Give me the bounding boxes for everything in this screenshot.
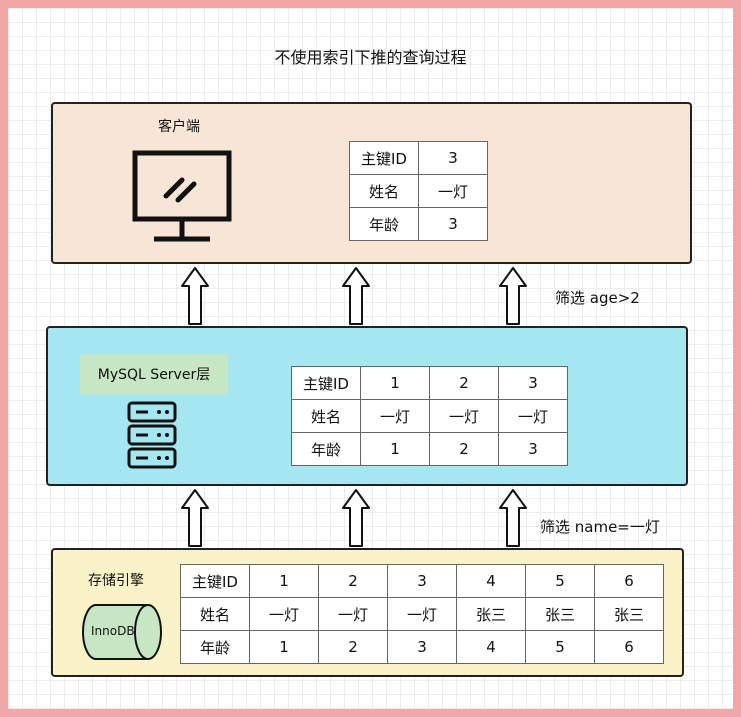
table-cell: 4 xyxy=(456,630,526,664)
table-cell: 2 xyxy=(318,630,388,664)
table-cell: 一灯 xyxy=(429,399,499,433)
table-cell: 张三 xyxy=(456,597,526,631)
table-row: 姓名一灯一灯一灯 xyxy=(291,399,568,433)
up-arrow-icon xyxy=(499,489,527,547)
table-cell: 2 xyxy=(318,564,388,598)
up-arrow-icon xyxy=(499,267,527,325)
up-arrow-icon xyxy=(342,267,370,325)
filter-name-note: 筛选 name=一灯 xyxy=(540,518,660,536)
server-rack-icon xyxy=(127,401,177,469)
table-cell: 3 xyxy=(418,207,488,241)
innodb-label: InnoDB xyxy=(91,624,135,638)
row-header: 年龄 xyxy=(349,207,419,241)
row-header: 主键ID xyxy=(291,366,361,400)
table-cell: 1 xyxy=(249,630,319,664)
table-cell: 5 xyxy=(525,564,595,598)
up-arrow-icon xyxy=(342,489,370,547)
row-header: 姓名 xyxy=(291,399,361,433)
row-header: 年龄 xyxy=(180,630,250,664)
table-cell: 5 xyxy=(525,630,595,664)
row-header: 姓名 xyxy=(180,597,250,631)
table-cell: 一灯 xyxy=(249,597,319,631)
table-cell: 6 xyxy=(594,564,664,598)
table-row: 姓名一灯一灯一灯张三张三张三 xyxy=(180,597,664,631)
table-cell: 3 xyxy=(387,564,457,598)
table-cell: 1 xyxy=(360,366,430,400)
row-header: 姓名 xyxy=(349,174,419,208)
table-cell: 1 xyxy=(249,564,319,598)
table-cell: 张三 xyxy=(525,597,595,631)
table-cell: 3 xyxy=(498,366,568,400)
row-header: 主键ID xyxy=(180,564,250,598)
up-arrow-icon xyxy=(181,489,209,547)
monitor-icon xyxy=(132,150,232,242)
table-cell: 一灯 xyxy=(387,597,457,631)
table-cell: 3 xyxy=(498,432,568,466)
table-cell: 2 xyxy=(429,366,499,400)
table-cell: 一灯 xyxy=(360,399,430,433)
table-row: 姓名一灯 xyxy=(349,174,488,208)
table-cell: 6 xyxy=(594,630,664,664)
up-arrow-icon xyxy=(181,267,209,325)
table-cell: 2 xyxy=(429,432,499,466)
database-cylinder-icon xyxy=(82,604,162,660)
row-header: 主键ID xyxy=(349,141,419,175)
diagram-title: 不使用索引下推的查询过程 xyxy=(274,48,467,67)
table-cell: 3 xyxy=(387,630,457,664)
server-label: MySQL Server层 xyxy=(80,354,228,394)
table-cell: 3 xyxy=(418,141,488,175)
storage-label: 存储引擎 xyxy=(88,573,144,589)
row-header: 年龄 xyxy=(291,432,361,466)
filter-age-note: 筛选 age>2 xyxy=(555,289,640,307)
table-cell: 一灯 xyxy=(418,174,488,208)
client-label: 客户端 xyxy=(158,119,200,135)
table-cell: 一灯 xyxy=(498,399,568,433)
table-cell: 张三 xyxy=(594,597,664,631)
table-cell: 4 xyxy=(456,564,526,598)
table-cell: 1 xyxy=(360,432,430,466)
table-cell: 一灯 xyxy=(318,597,388,631)
